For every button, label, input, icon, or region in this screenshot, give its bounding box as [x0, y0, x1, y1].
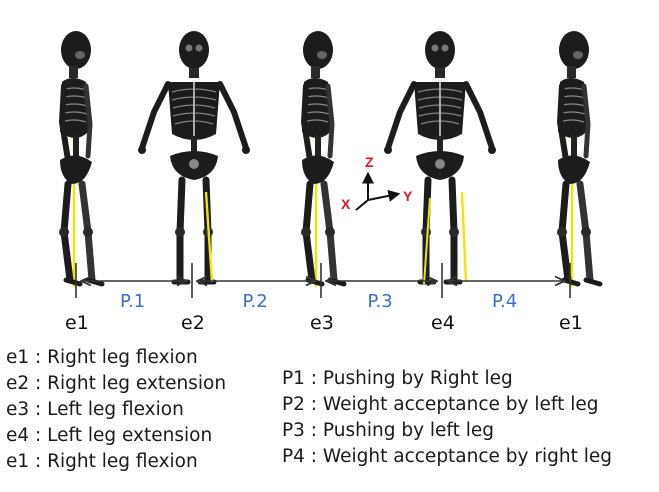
- phase-label: P.3: [368, 291, 393, 312]
- event-legend-item: e4 : Left leg extension: [6, 427, 226, 453]
- phase-label: P.2: [243, 291, 268, 312]
- skeleton-figure-e3: [301, 31, 344, 287]
- event-label: e1: [65, 312, 89, 334]
- phase-legend: P1 : Pushing by Right leg P2 : Weight ac…: [282, 370, 612, 474]
- event-legend-item: e2 : Right leg extension: [6, 375, 226, 401]
- event-legend-item: e1 : Right leg flexion: [6, 349, 226, 375]
- event-label: e4: [431, 312, 455, 334]
- phase-legend-item: P3 : Pushing by left leg: [282, 422, 612, 448]
- phase-legend-item: P4 : Weight acceptance by right leg: [282, 448, 612, 474]
- coordinate-axes-icon: Z Y X: [341, 154, 413, 212]
- skeleton-figure-e4: [384, 31, 496, 284]
- phase-legend-item: P2 : Weight acceptance by left leg: [282, 396, 612, 422]
- event-legend: e1 : Right leg flexion e2 : Right leg ex…: [6, 349, 226, 479]
- event-label: e2: [181, 312, 205, 334]
- phase-label: P.4: [492, 291, 517, 312]
- axis-label-x: X: [341, 196, 351, 212]
- skeleton-figure-e1-start: [59, 31, 102, 287]
- axis-label-y: Y: [403, 188, 413, 204]
- event-legend-item: e3 : Left leg flexion: [6, 401, 226, 427]
- event-legend-item: e1 : Right leg flexion: [6, 453, 226, 479]
- event-label: e1: [559, 312, 583, 334]
- event-label: e3: [310, 312, 334, 334]
- axis-label-z: Z: [365, 154, 374, 170]
- phase-label: P.1: [120, 291, 145, 312]
- gait-timeline: e1 e2 e3 e4 e1 P.1 P.2 P.3 P.4: [65, 263, 583, 334]
- skeleton-figure-e2: [138, 31, 250, 282]
- phase-legend-item: P1 : Pushing by Right leg: [282, 370, 612, 396]
- skeleton-figure-e1-end: [557, 31, 600, 287]
